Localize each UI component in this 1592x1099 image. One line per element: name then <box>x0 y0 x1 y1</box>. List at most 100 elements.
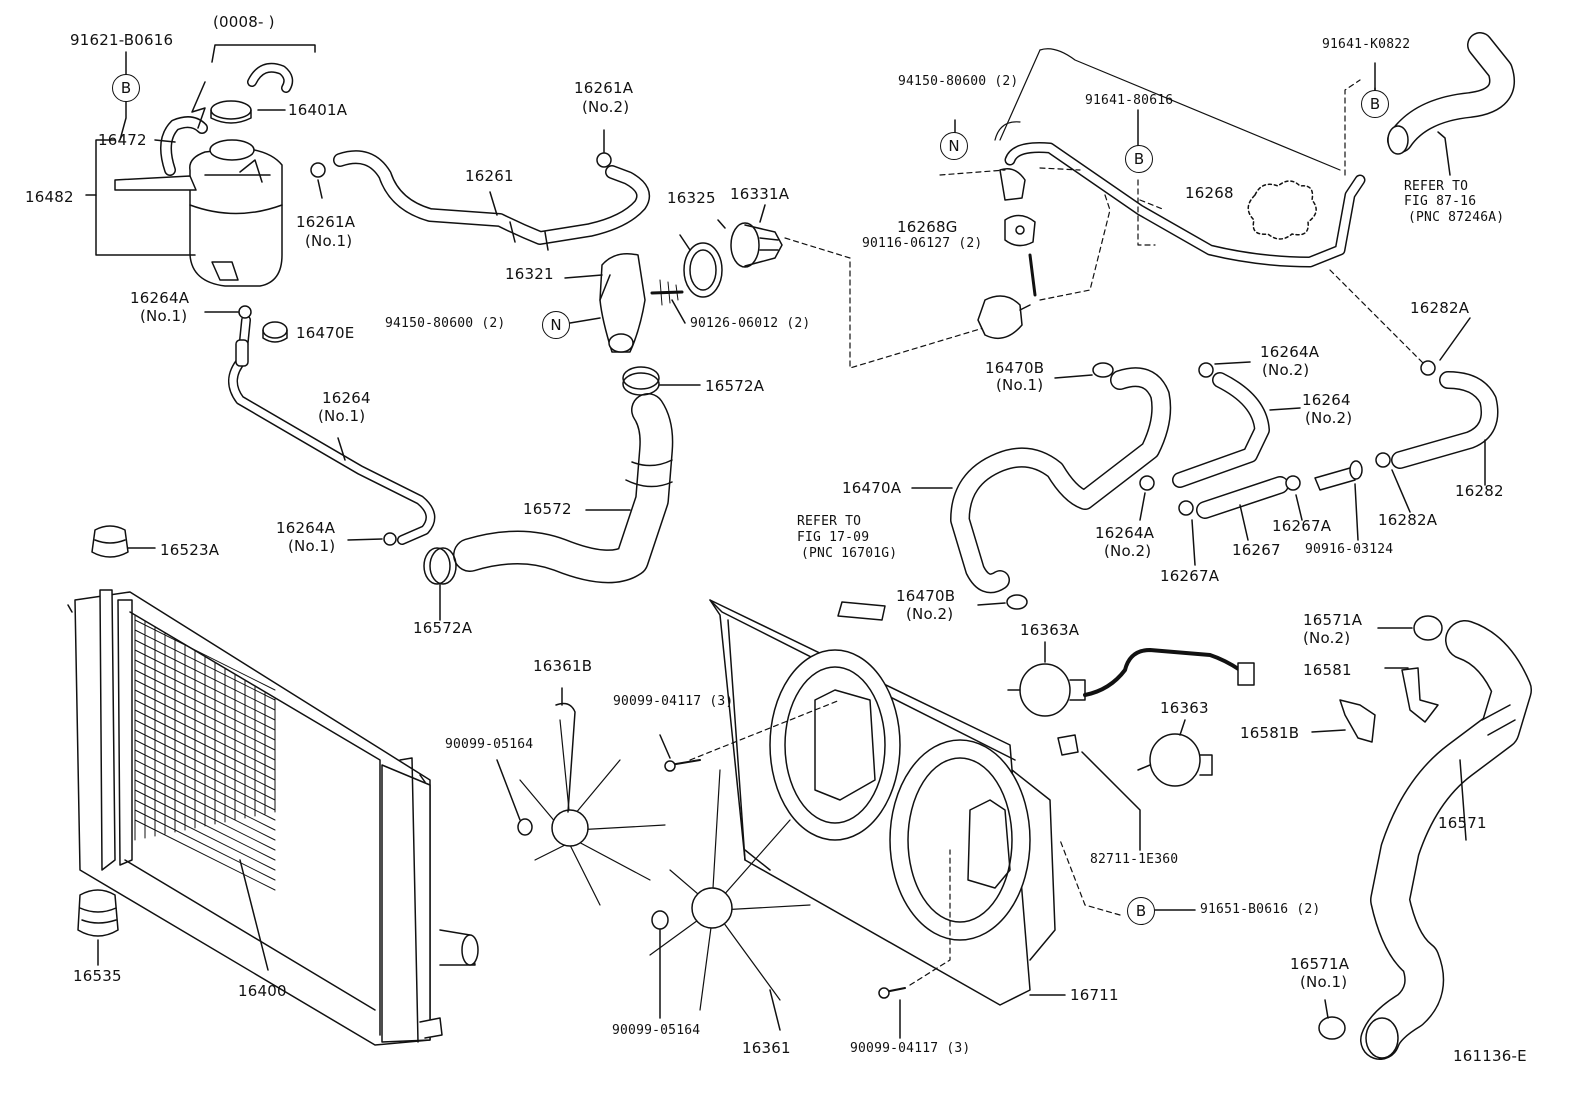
label-0008: (0008- ) <box>213 13 275 31</box>
label-16572A-top: 16572A <box>705 377 765 395</box>
hose-16267 <box>1205 485 1280 510</box>
label-fig-87-16: FIG 87-16 <box>1404 194 1477 209</box>
label-16401A: 16401A <box>288 101 348 119</box>
label-94150-80600-right: 94150-80600 (2) <box>898 74 1019 89</box>
label-16363A: 16363A <box>1020 621 1080 639</box>
valve-90916 <box>1315 461 1362 490</box>
label-16261A-no2: 16261A <box>574 79 634 97</box>
label-16331A: 16331A <box>730 185 790 203</box>
label-16523A: 16523A <box>160 541 220 559</box>
label-16361: 16361 <box>742 1039 791 1057</box>
bracket-16268G <box>1000 169 1035 246</box>
fan-16361B <box>520 704 665 905</box>
motor-16363 <box>1138 734 1212 786</box>
reservoir-tank <box>115 140 282 286</box>
reservoir-outline-16268 <box>1248 181 1316 239</box>
label-16267A-left: 16267A <box>1160 567 1220 585</box>
label-16470E: 16470E <box>296 324 355 342</box>
marker-n-2: N <box>940 132 968 160</box>
label-90099-05164-lower: 90099-05164 <box>612 1023 701 1038</box>
label-16470B-no1: 16470B <box>985 359 1045 377</box>
reservoir-cap <box>211 101 251 123</box>
label-no1-d: (No.1) <box>288 537 336 555</box>
label-16535: 16535 <box>73 967 122 985</box>
label-16261: 16261 <box>465 167 514 185</box>
hose-16264-no2 <box>1180 380 1262 480</box>
label-pnc-16701g: (PNC 16701G) <box>801 546 898 561</box>
label-16264A-no1-bottom: 16264A <box>276 519 336 537</box>
marker-b-2: B <box>1125 145 1153 173</box>
label-90099-04117-lower: 90099-04117 (3) <box>850 1041 971 1056</box>
label-16282: 16282 <box>1455 482 1504 500</box>
label-no2-a: (No.2) <box>582 98 630 116</box>
label-16361B: 16361B <box>533 657 593 675</box>
label-90099-05164-upper: 90099-05164 <box>445 737 534 752</box>
label-16264A-no2-bottom: 16264A <box>1095 524 1155 542</box>
label-16363: 16363 <box>1160 699 1209 717</box>
label-16711: 16711 <box>1070 986 1119 1004</box>
label-refer-to-87: REFER TO <box>1404 179 1469 194</box>
reservoir-hose-16472 <box>166 122 202 170</box>
label-16571: 16571 <box>1438 814 1487 832</box>
clip-16581 <box>1402 668 1438 722</box>
figure-id: 161136-E <box>1453 1047 1527 1065</box>
label-16472: 16472 <box>98 131 147 149</box>
nut-90099-05164-a <box>518 819 532 835</box>
connector-82711 <box>1058 735 1078 755</box>
label-16267A-right: 16267A <box>1272 517 1332 535</box>
label-91651-B0616: 91651-B0616 (2) <box>1200 902 1321 917</box>
label-16267: 16267 <box>1232 541 1281 559</box>
label-no1-f: (No.1) <box>1300 973 1348 991</box>
clamp-16261A <box>311 153 611 177</box>
cap-16470E <box>263 322 287 342</box>
hose-16572 <box>470 410 672 566</box>
label-16264: 16264 <box>322 389 371 407</box>
label-16268: 16268 <box>1185 184 1234 202</box>
marker-b-1: B <box>112 74 140 102</box>
label-no2-b: (No.2) <box>1262 361 1310 379</box>
cushion-16535 <box>78 890 118 936</box>
label-16572: 16572 <box>523 500 572 518</box>
label-no1-e: (No.1) <box>996 376 1044 394</box>
bolt-90099-04117-b <box>879 988 905 998</box>
label-16482: 16482 <box>25 188 74 206</box>
gasket-16325 <box>684 243 722 297</box>
label-82711-1E360: 82711-1E360 <box>1090 852 1179 867</box>
motor-16363A <box>1008 650 1254 716</box>
label-16261A-no1: 16261A <box>296 213 356 231</box>
bracket-clamp <box>978 296 1030 338</box>
hose-16282 <box>1400 380 1490 460</box>
label-16264A-no1-top: 16264A <box>130 289 190 307</box>
label-no2-c: (No.2) <box>1305 409 1353 427</box>
clamp-16572A <box>424 367 659 584</box>
label-16572A-bottom: 16572A <box>413 619 473 637</box>
bolt-90099-04117-a <box>665 760 700 771</box>
hose-16571 <box>1366 640 1515 1058</box>
label-no1-c: (No.1) <box>318 407 366 425</box>
label-no2-f: (No.2) <box>1303 629 1351 647</box>
label-16321: 16321 <box>505 265 554 283</box>
radiator-16400 <box>68 590 478 1045</box>
label-90116-06127: 90116-06127 (2) <box>862 236 983 251</box>
marker-b-4: B <box>1127 897 1155 925</box>
label-fig-17-09: FIG 17-09 <box>797 530 870 545</box>
label-16268G: 16268G <box>897 218 958 236</box>
label-16282A-bottom: 16282A <box>1378 511 1438 529</box>
clip-16581B <box>1340 700 1375 742</box>
label-16571A-no1: 16571A <box>1290 955 1350 973</box>
label-no1-a: (No.1) <box>305 232 353 250</box>
label-no2-d: (No.2) <box>1104 542 1152 560</box>
small-hose-0008 <box>252 68 288 88</box>
label-16581: 16581 <box>1303 661 1352 679</box>
label-94150-80600-left: 94150-80600 (2) <box>385 316 506 331</box>
bolt-90116 <box>1030 255 1035 295</box>
label-no1-b: (No.1) <box>140 307 188 325</box>
hose-upper-right <box>1388 45 1502 154</box>
label-91621-B0616: 91621-B0616 <box>70 31 174 49</box>
label-90126-06012: 90126-06012 (2) <box>690 316 811 331</box>
radiator-core <box>135 615 275 890</box>
water-outlet-16321 <box>600 254 645 352</box>
thermostat-16331A <box>731 223 782 267</box>
